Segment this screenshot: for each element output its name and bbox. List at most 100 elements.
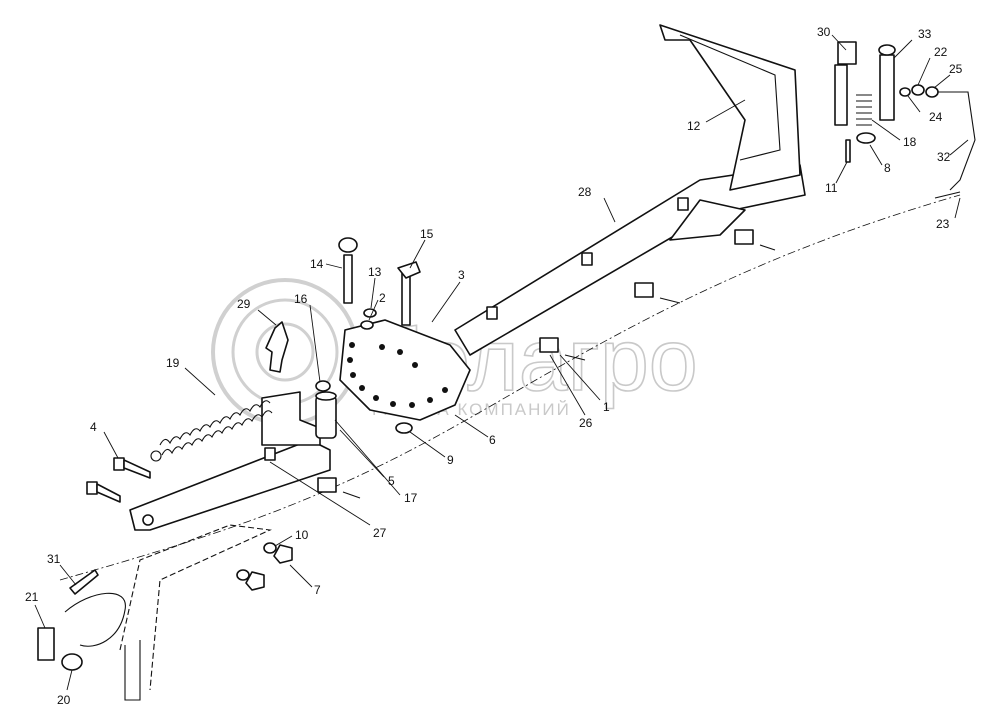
callout-23: 23 (936, 217, 950, 231)
clamp-block (734, 229, 754, 245)
drawbar-lower-arm (669, 199, 746, 241)
cylinder-30-head (837, 41, 857, 65)
hose-32 (938, 91, 976, 191)
bolt-shank (96, 483, 121, 503)
bolt (342, 491, 361, 499)
sleeve-body (315, 395, 337, 439)
leader-15 (409, 239, 426, 269)
cylinder-30 (834, 64, 848, 126)
pins-part (338, 237, 421, 434)
spring-18 (856, 94, 872, 126)
leader-lines (34, 34, 969, 691)
callout-22: 22 (934, 45, 948, 59)
leader-12 (705, 99, 746, 123)
leader-20 (66, 669, 73, 691)
callout-7: 7 (314, 583, 321, 597)
callout-3: 3 (458, 268, 465, 282)
clamps-part (317, 229, 776, 499)
leader-25 (933, 74, 951, 89)
fitting-25 (925, 86, 939, 98)
coupling-20 (61, 653, 83, 671)
callout-27: 27 (373, 526, 387, 540)
leader-7 (289, 564, 313, 588)
bolt-shank (123, 459, 151, 479)
callout-9: 9 (447, 453, 454, 467)
callout-25: 25 (949, 62, 963, 76)
leader-5 (339, 429, 385, 478)
plate-hole (349, 342, 355, 348)
leader-18 (871, 119, 901, 141)
pin-14-ring (338, 237, 358, 253)
spring-coils (159, 400, 271, 446)
hydraulic-parts (834, 41, 976, 199)
callout-26: 26 (579, 416, 593, 430)
bolt (659, 297, 681, 304)
hose-part (37, 569, 126, 671)
fitting-31 (69, 569, 99, 595)
leader-33 (893, 39, 913, 59)
callout-4: 4 (90, 420, 97, 434)
leader-27 (269, 461, 371, 526)
callout-18: 18 (903, 135, 917, 149)
washer-10 (263, 542, 277, 554)
coupling-21 (37, 627, 55, 661)
callout-5: 5 (388, 474, 395, 488)
rotary-plate-part (339, 319, 471, 421)
callout-28: 28 (578, 185, 592, 199)
rear-bar-part (129, 391, 331, 531)
hose-loop (64, 592, 126, 647)
plate-hole (390, 401, 396, 407)
fitting-23 (934, 191, 961, 199)
washer-2 (360, 320, 374, 330)
nut-7 (273, 544, 293, 564)
leader-24 (907, 95, 921, 113)
leader-28 (603, 197, 616, 223)
callout-17: 17 (404, 491, 418, 505)
nuts-part (236, 542, 293, 591)
leader-9 (409, 431, 446, 458)
bolt-head (113, 457, 125, 471)
callout-31: 31 (47, 552, 61, 566)
rear-bar-hole (142, 514, 154, 526)
plate-hole (373, 395, 379, 401)
leader-17 (334, 419, 401, 496)
callout-6: 6 (489, 433, 496, 447)
callout-30: 30 (817, 25, 831, 39)
nut-7 (245, 571, 265, 591)
leader-19 (184, 367, 216, 396)
callout-19: 19 (166, 356, 180, 370)
drawbar-bracket-3 (486, 306, 498, 320)
plate-hole (359, 385, 365, 391)
spring-hook (150, 450, 162, 462)
callout-33: 33 (918, 27, 932, 41)
cylinder-33-top (878, 44, 896, 56)
clamp-block (539, 337, 559, 353)
plate-hole (397, 349, 403, 355)
leader-14 (325, 263, 343, 269)
plate-hole (427, 397, 433, 403)
frame-arm-edge (124, 640, 141, 701)
callout-2: 2 (379, 291, 386, 305)
center-axis-line (59, 194, 961, 581)
fitting-22 (911, 84, 925, 96)
plate-hole (347, 357, 353, 363)
leader-13 (370, 277, 376, 309)
clip-29 (265, 321, 289, 373)
callout-10: 10 (295, 528, 309, 542)
pin-14 (343, 254, 353, 304)
callout-14: 14 (310, 257, 324, 271)
leader-2 (368, 299, 379, 321)
plate-hole (350, 372, 356, 378)
spring-part (150, 400, 273, 462)
clamp-block (317, 477, 337, 493)
callout-21: 21 (25, 590, 39, 604)
bolts-4-part (86, 457, 151, 503)
callout-13: 13 (368, 265, 382, 279)
fitting-24 (899, 87, 911, 97)
plate-hole (379, 344, 385, 350)
pin-11 (845, 139, 851, 163)
callout-15: 15 (420, 227, 434, 241)
watermark-logo-core (255, 322, 315, 382)
washer-10 (236, 569, 250, 581)
leader-32 (949, 139, 969, 156)
